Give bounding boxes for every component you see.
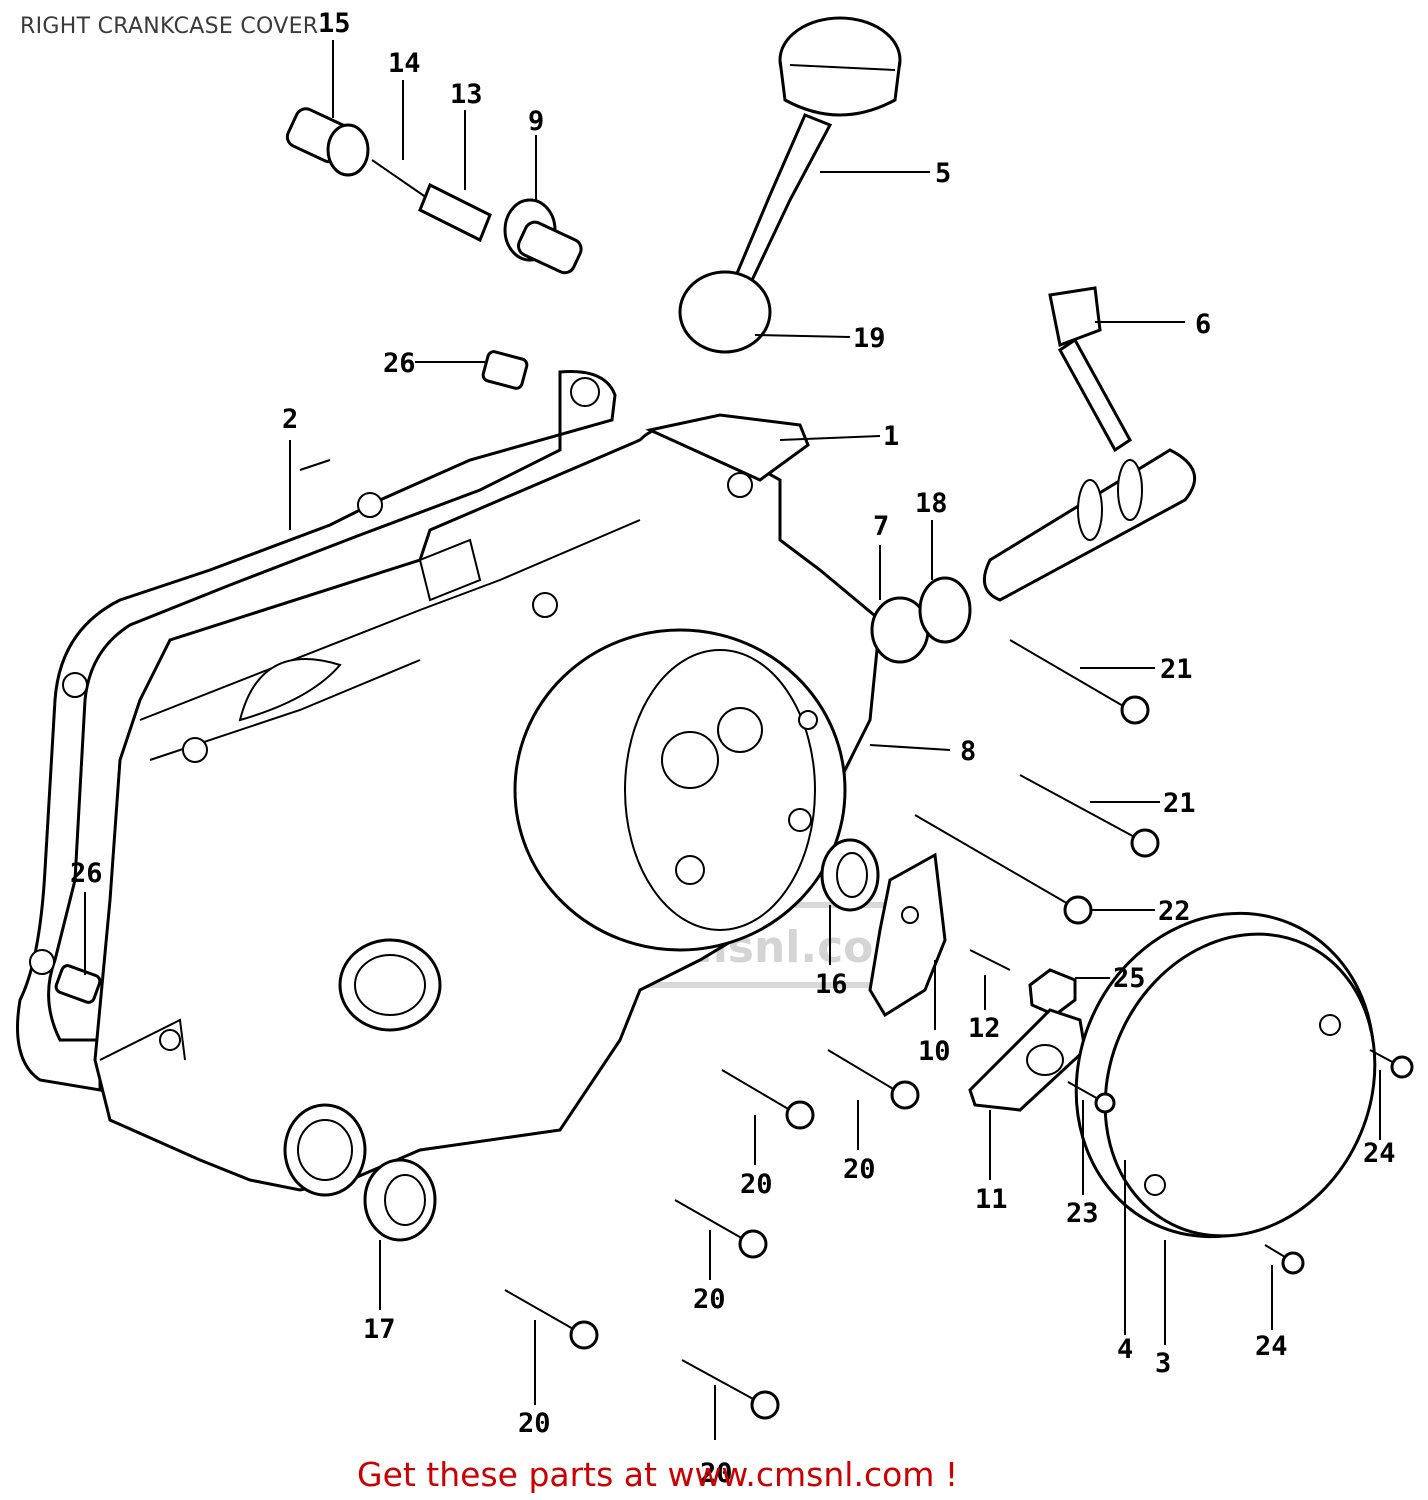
callout-20: 20	[693, 1284, 726, 1315]
adjuster-parts	[285, 107, 583, 390]
callout-7: 7	[873, 511, 889, 542]
callout-22: 22	[1158, 896, 1191, 927]
page-title: RIGHT CRANKCASE COVER	[20, 14, 319, 39]
callout-24: 24	[1363, 1138, 1396, 1169]
callout-3: 3	[1155, 1348, 1171, 1379]
callout-4: 4	[1117, 1334, 1133, 1365]
callout-12: 12	[968, 1013, 1001, 1044]
callout-11: 11	[975, 1184, 1008, 1215]
callout-21: 21	[1160, 654, 1193, 685]
callout-10: 10	[918, 1036, 951, 1067]
callout-26: 26	[383, 348, 416, 379]
kick-starter-spindle	[982, 286, 1196, 602]
callout-2: 2	[282, 404, 298, 435]
callout-9: 9	[528, 106, 544, 137]
spring-and-ring	[870, 576, 972, 664]
callout-23: 23	[1066, 1198, 1099, 1229]
callout-13: 13	[450, 79, 483, 110]
callout-8: 8	[960, 736, 976, 767]
cover-screws	[54, 964, 1414, 1420]
callout-20: 20	[518, 1408, 551, 1439]
callout-20: 20	[700, 1458, 733, 1489]
callout-20: 20	[740, 1169, 773, 1200]
callout-25: 25	[1113, 963, 1146, 994]
callout-15: 15	[318, 8, 351, 39]
footer-link[interactable]: Get these parts at www.cmsnl.com !	[357, 1455, 959, 1494]
callout-17: 17	[363, 1314, 396, 1345]
point-cover	[1074, 911, 1377, 1239]
small-parts	[868, 852, 1087, 1112]
callout-5: 5	[935, 158, 951, 189]
callout-14: 14	[388, 48, 421, 79]
callout-18: 18	[915, 488, 948, 519]
leader-lines	[84, 40, 1381, 1440]
oil-seals	[363, 838, 880, 1242]
cover-bolts	[914, 639, 1160, 925]
callout-19: 19	[853, 323, 886, 354]
callout-20: 20	[843, 1154, 876, 1185]
callout-24: 24	[1255, 1331, 1288, 1362]
callout-16: 16	[815, 969, 848, 1000]
callout-1: 1	[883, 421, 899, 452]
gasket	[16, 369, 617, 1092]
callout-labels: 1 2 3 4 5 6 7 8 9 10 11 12 13 14 15 16 1…	[70, 8, 1396, 1489]
callout-6: 6	[1195, 309, 1211, 340]
callout-26: 26	[70, 858, 103, 889]
right-crankcase-cover	[93, 413, 882, 1197]
oil-filler-cap	[678, 16, 902, 354]
callout-21: 21	[1163, 788, 1196, 819]
